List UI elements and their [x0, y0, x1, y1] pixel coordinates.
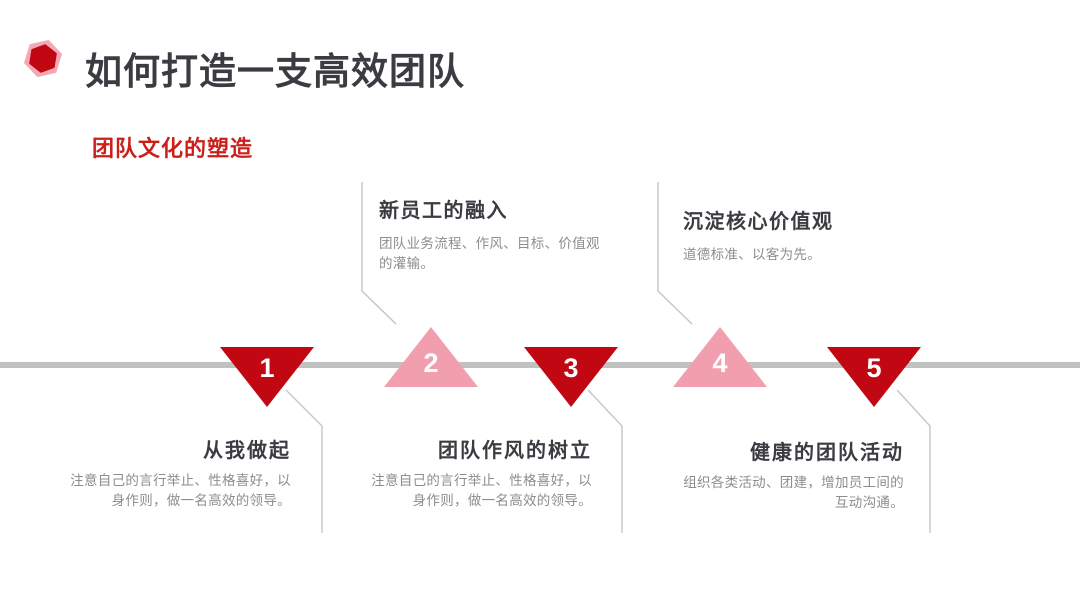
step-title-2: 新员工的融入: [379, 200, 508, 222]
milestone-number-3: 3: [563, 353, 579, 383]
step-title-1: 从我做起: [203, 440, 291, 462]
step-block-3: 团队作风的树立 注意自己的言行举止、性格喜好，以 身作则，做一名高效的领导。: [349, 440, 592, 510]
section-subtitle: 团队文化的塑造: [92, 136, 254, 161]
step-title-4: 沉淀核心价值观: [683, 211, 834, 233]
step-desc-5: 组织各类活动、团建，增加员工间的 互动沟通。: [683, 475, 904, 510]
step-title-5: 健康的团队活动: [750, 442, 904, 464]
step-desc-3: 注意自己的言行举止、性格喜好，以 身作则，做一名高效的领导。: [371, 473, 592, 508]
connector-step-1: [285, 389, 323, 533]
connector-step-2: [361, 182, 397, 325]
step-block-1: 从我做起 注意自己的言行举止、性格喜好，以 身作则，做一名高效的领导。: [48, 440, 291, 510]
connector-step-5: [896, 389, 931, 533]
hexagon-icon: [24, 38, 62, 80]
step-block-2: 新员工的融入 团队业务流程、作风、目标、价值观 的灌输。: [379, 200, 637, 273]
milestone-number-2: 2: [423, 348, 439, 378]
step-desc-4: 道德标准、以客为先。: [683, 247, 821, 262]
milestone-number-4: 4: [712, 348, 728, 378]
step-desc-1: 注意自己的言行举止、性格喜好，以 身作则，做一名高效的领导。: [70, 473, 291, 508]
connector-step-3: [587, 389, 623, 533]
step-title-3: 团队作风的树立: [438, 440, 592, 462]
milestone-number-1: 1: [259, 353, 275, 383]
step-block-4: 沉淀核心价值观 道德标准、以客为先。: [683, 211, 943, 265]
connector-step-4: [657, 182, 693, 325]
milestone-number-5: 5: [866, 353, 882, 383]
slide-title: 如何打造一支高效团队: [85, 51, 465, 92]
step-block-5: 健康的团队活动 组织各类活动、团建，增加员工间的 互动沟通。: [656, 442, 904, 512]
step-desc-2: 团队业务流程、作风、目标、价值观 的灌输。: [379, 236, 600, 271]
